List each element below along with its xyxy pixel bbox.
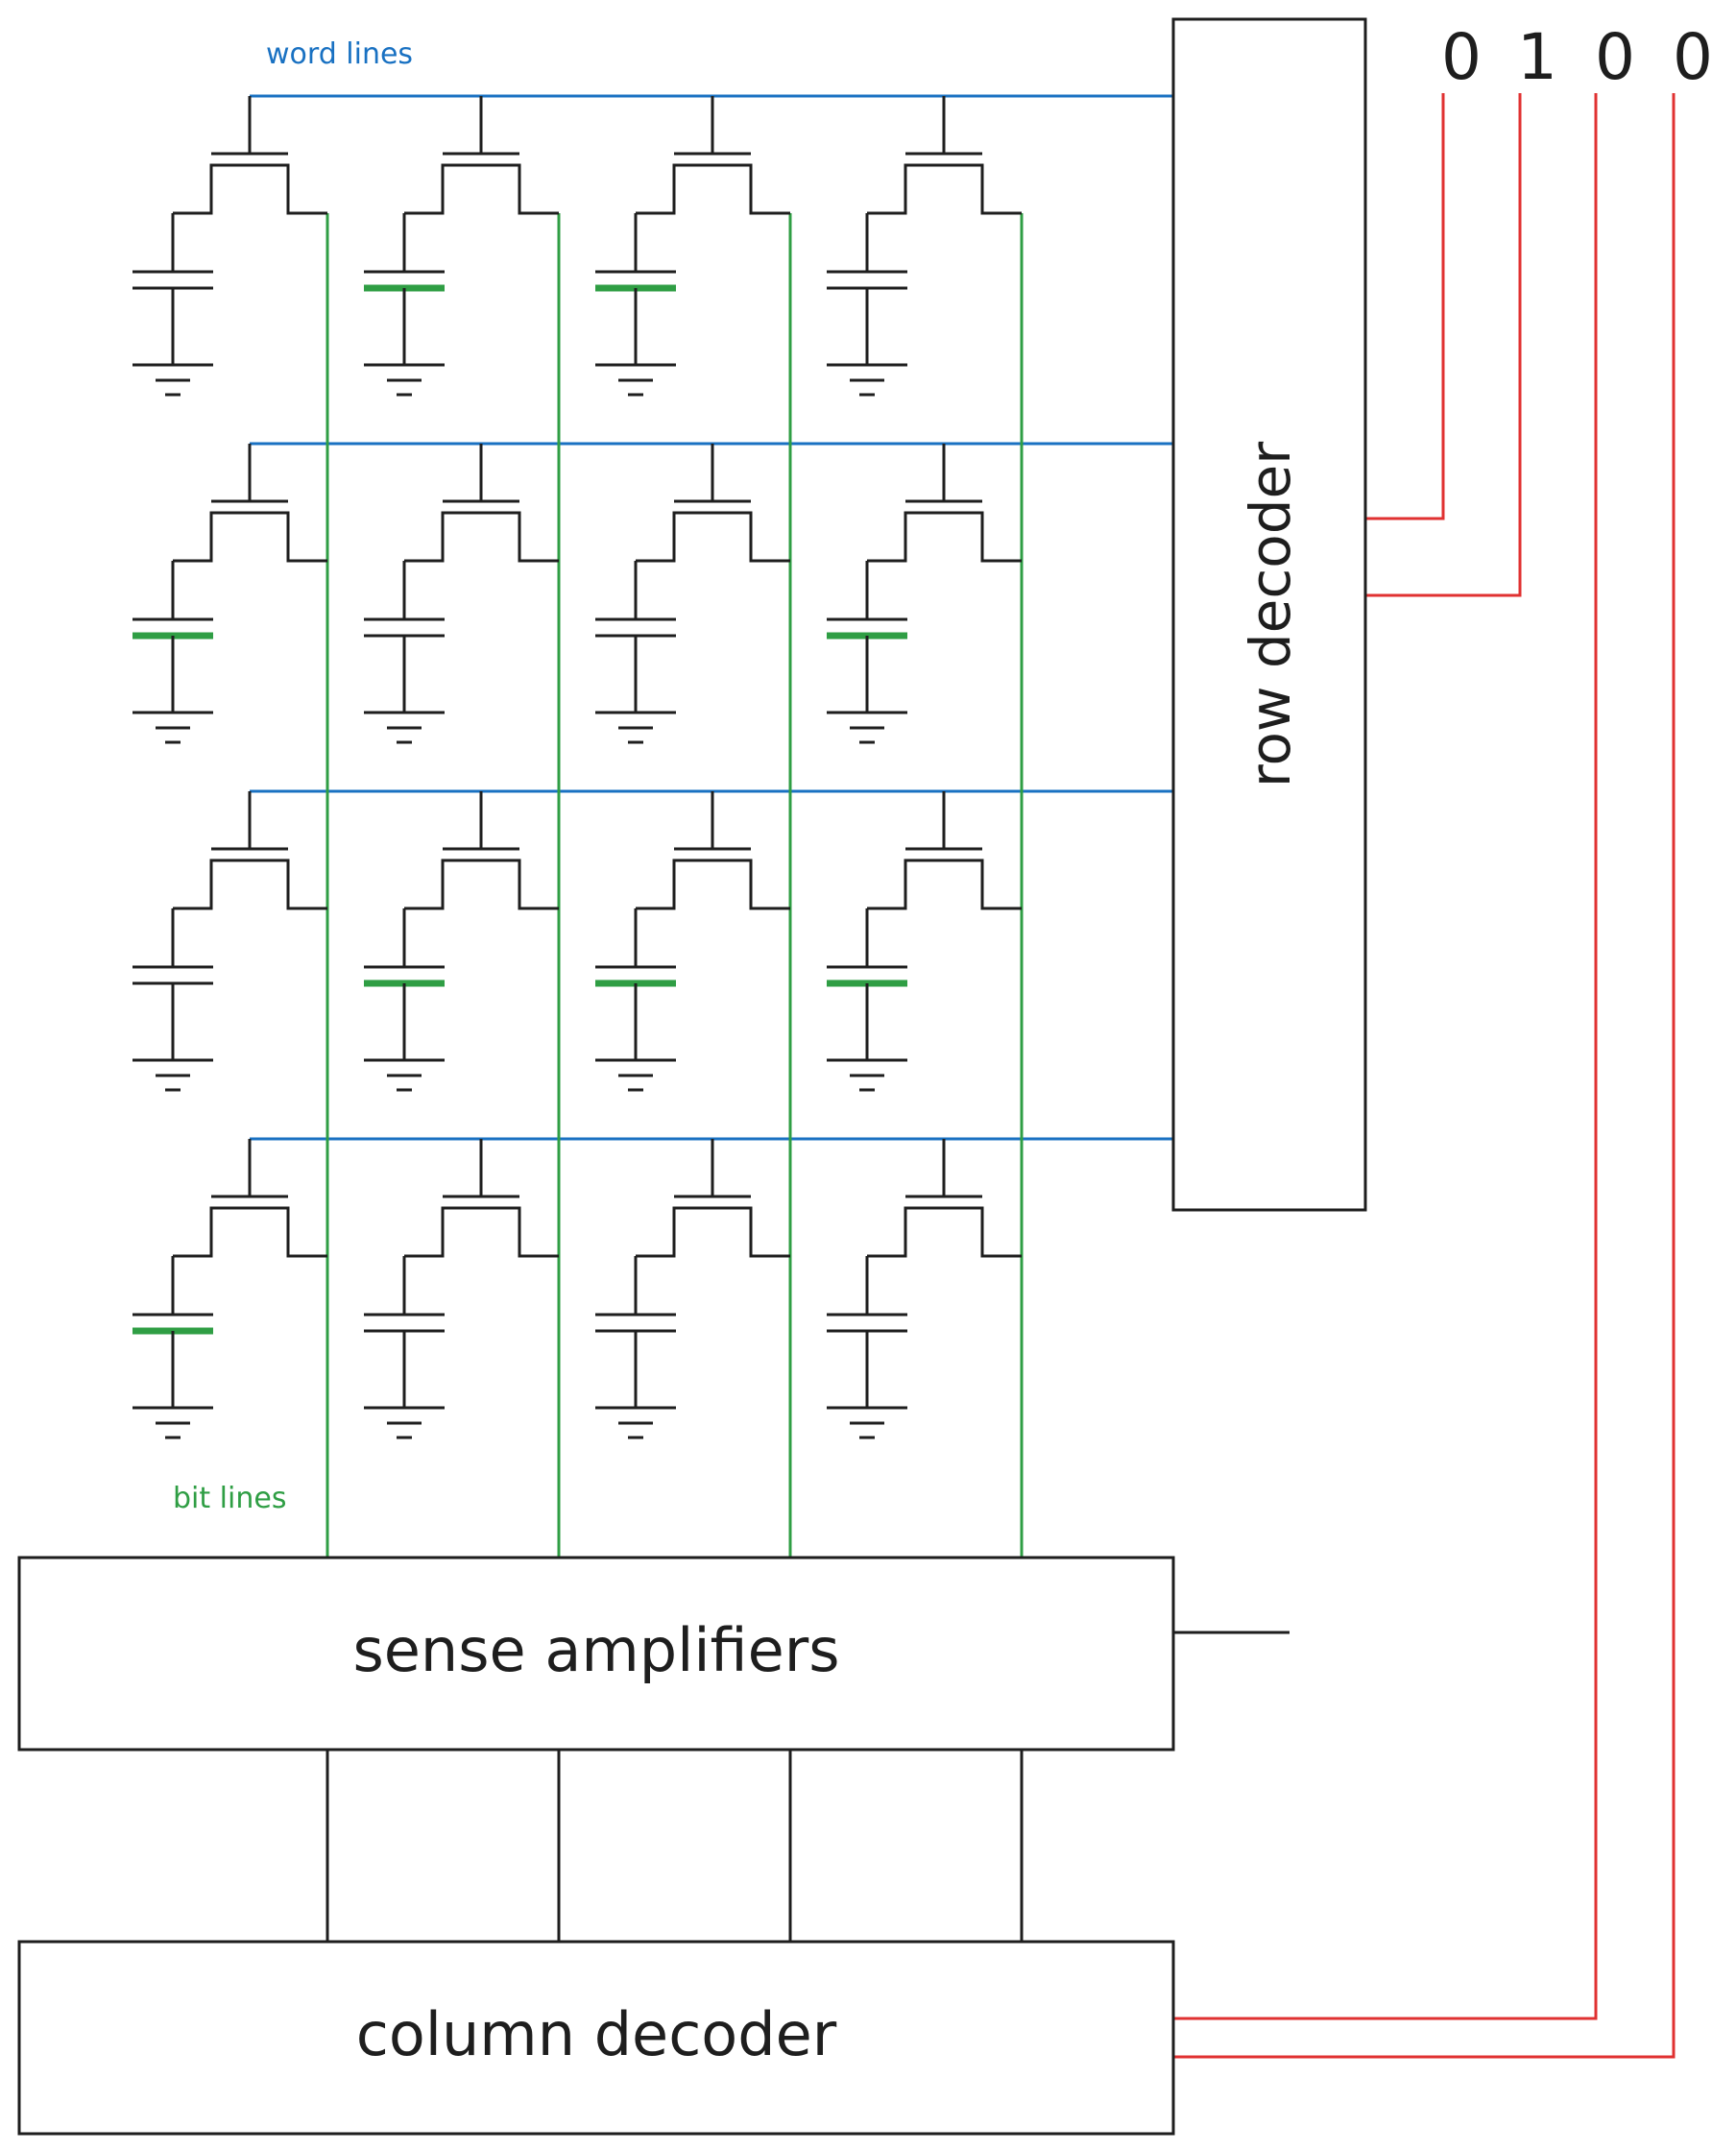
memory-cell-r2-c2 — [364, 444, 559, 744]
transistor-channel — [404, 511, 559, 563]
row-decoder-label: row decoder — [1238, 442, 1303, 787]
transistor-channel — [404, 858, 559, 910]
memory-cell-r1-c2 — [364, 96, 559, 397]
address-bit-4: 0 — [1673, 20, 1713, 94]
address-bit-3: 0 — [1595, 20, 1635, 94]
address-bit-2: 1 — [1517, 20, 1557, 94]
memory-cell-r4-c1 — [133, 1139, 327, 1439]
memory-cell-r4-c4 — [827, 1139, 1022, 1439]
memory-cell-r3-c3 — [595, 791, 790, 1092]
sense-amplifiers-label: sense amplifiers — [352, 1615, 839, 1685]
transistor-channel — [173, 858, 327, 910]
transistor-channel — [636, 163, 790, 215]
transistor-channel — [404, 163, 559, 215]
transistor-channel — [404, 1206, 559, 1258]
memory-cell-r3-c4 — [827, 791, 1022, 1092]
column-decoder-box — [17, 1940, 1175, 2136]
memory-cell-r2-c1 — [133, 444, 327, 744]
transistor-channel — [173, 511, 327, 563]
memory-cell-r3-c1 — [133, 791, 327, 1092]
transistor-channel — [173, 163, 327, 215]
memory-cell-r1-c1 — [133, 96, 327, 397]
transistor-channel — [636, 1206, 790, 1258]
address-line-4-to-column-decoder — [1173, 93, 1676, 2059]
transistor-channel — [636, 858, 790, 910]
transistor-channel — [173, 1206, 327, 1258]
bit-lines-label: bit lines — [173, 1482, 286, 1515]
sense-to-column-links — [326, 1750, 1024, 1942]
memory-cell-r1-c4 — [827, 96, 1022, 397]
memory-cell-r2-c4 — [827, 444, 1022, 744]
transistor-channel — [867, 858, 1022, 910]
address-lines — [1173, 93, 1676, 2059]
address-line-3-to-column-decoder — [1173, 93, 1598, 2020]
transistor-channel — [636, 511, 790, 563]
memory-cell-r2-c3 — [595, 444, 790, 744]
row-decoder-box — [1171, 17, 1367, 1212]
transistor-channel — [867, 163, 1022, 215]
memory-cell-array — [133, 96, 1022, 1439]
sense-amplifiers-box — [17, 1556, 1175, 1752]
transistor-channel — [867, 1206, 1022, 1258]
memory-cell-r3-c2 — [364, 791, 559, 1092]
address-line-2-to-row-decoder — [1365, 93, 1522, 597]
address-line-1-to-row-decoder — [1365, 93, 1445, 520]
address-bit-1: 0 — [1441, 20, 1482, 94]
column-decoder-label: column decoder — [356, 1999, 837, 2069]
memory-cell-r4-c3 — [595, 1139, 790, 1439]
memory-cell-r1-c3 — [595, 96, 790, 397]
bit-lines — [326, 213, 1024, 1558]
word-lines-label: word lines — [266, 37, 413, 71]
transistor-channel — [867, 511, 1022, 563]
memory-cell-r4-c2 — [364, 1139, 559, 1439]
